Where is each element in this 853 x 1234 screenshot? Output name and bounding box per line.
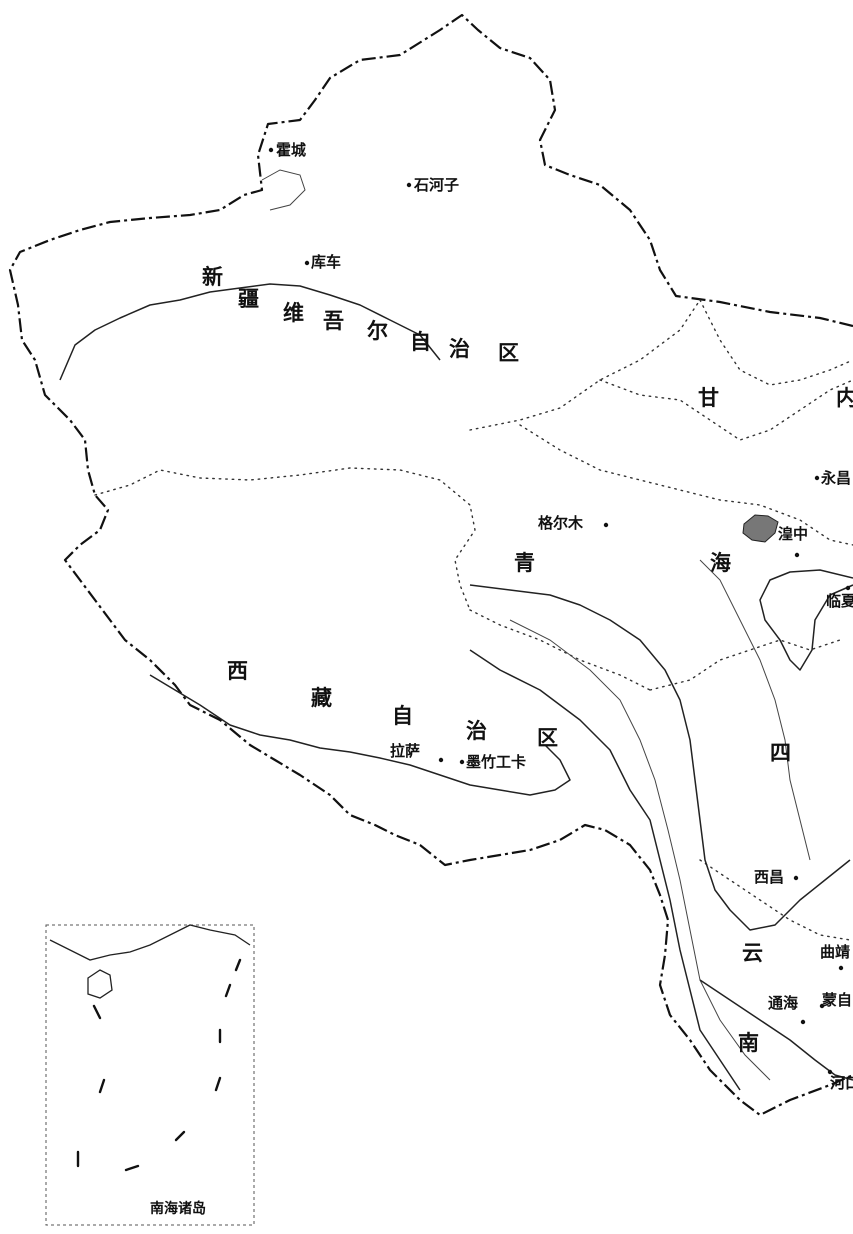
south-china-sea-inset: 南海诸岛 (45, 924, 255, 1226)
city-dot-tonghai (800, 1019, 806, 1025)
city-dot-mengzi (819, 1003, 825, 1009)
city-dot-kuche (304, 260, 310, 266)
city-dot-geermu (603, 522, 609, 528)
inset-dash-5 (174, 1130, 186, 1142)
region-label-yunnan-2: 南 (738, 1031, 759, 1055)
region-label-sichuan: 四 (770, 741, 791, 765)
boundary-qinghai-xizang (469, 609, 651, 691)
region-label-xinjiang-6: 自 (410, 330, 431, 354)
region-label-xinjiang-5: 尔 (367, 319, 388, 343)
city-label-linxia: 临夏 (826, 592, 853, 610)
region-label-xizang-4: 治 (466, 719, 487, 743)
city-label-huocheng: 霍城 (276, 141, 306, 159)
city-dot-huangzhong (794, 552, 800, 558)
region-label-xizang-1: 西 (227, 659, 248, 683)
region-label-xinjiang-2: 疆 (238, 287, 259, 311)
inset-dash-2 (224, 983, 232, 998)
city-dot-lasa (438, 757, 444, 763)
lake-qinghai (742, 514, 779, 543)
region-label-xinjiang-8: 区 (498, 341, 519, 365)
boundary-gansu-qinghai (519, 424, 853, 546)
boundary-gansu-east (599, 379, 853, 441)
region-label-xizang-5: 区 (537, 726, 558, 750)
city-label-shihezi: 石河子 (413, 176, 459, 194)
inset-dash-7 (92, 1004, 102, 1020)
city-label-mengzi: 蒙自 (822, 991, 852, 1009)
river-ili (261, 169, 306, 211)
city-label-huangzhong: 湟中 (778, 525, 808, 543)
city-dot-xichang (793, 875, 799, 881)
city-label-hekou: 河口 (830, 1074, 853, 1092)
region-label-xinjiang-3: 维 (283, 301, 304, 325)
region-label-qinghai-2: 海 (710, 551, 731, 575)
region-label-qinghai-1: 青 (514, 551, 535, 575)
city-dot-shihezi (406, 182, 412, 188)
inset-island-hainan (87, 969, 113, 999)
region-label-neimenggu: 内 (836, 386, 853, 410)
inset-frame (45, 924, 255, 1226)
inset-coastline (49, 924, 251, 961)
region-label-xinjiang-7: 治 (449, 337, 470, 361)
river-yalong (699, 559, 811, 861)
city-dot-mozhugongka (459, 759, 465, 765)
city-dot-linxia (845, 585, 851, 591)
inset-dash-8 (98, 1078, 106, 1094)
region-label-xinjiang-4: 吾 (323, 309, 344, 333)
inset-dash-1 (234, 958, 242, 972)
inset-label: 南海诸岛 (150, 1200, 206, 1217)
boundary-gansu-north (699, 299, 853, 386)
river-jinsha (469, 584, 851, 931)
river-red (699, 979, 853, 1081)
region-label-yunnan-1: 云 (742, 941, 763, 965)
city-dot-yongchang (814, 475, 820, 481)
city-dot-hekou (827, 1069, 833, 1075)
river-yellow (759, 569, 853, 671)
region-label-xizang-2: 藏 (311, 686, 332, 710)
city-label-tonghai: 通海 (768, 994, 798, 1012)
inset-dash-4 (214, 1076, 222, 1092)
city-label-mozhugongka: 墨竹工卡 (466, 753, 526, 771)
national-border (8, 13, 853, 1117)
river-lancang (509, 619, 771, 1081)
city-label-lasa: 拉萨 (390, 742, 420, 760)
river-yarlung-tsangpo (149, 674, 571, 796)
city-dot-qujing (838, 965, 844, 971)
city-label-xichang: 西昌 (754, 868, 784, 886)
boundary-xinjiang-qinghai-gansu (469, 299, 701, 431)
city-label-kuche: 库车 (311, 253, 341, 271)
region-label-xinjiang-1: 新 (202, 265, 223, 289)
city-dot-huocheng (268, 147, 274, 153)
city-label-qujing: 曲靖 (820, 943, 850, 961)
region-label-gansu: 甘 (698, 386, 719, 410)
city-label-geermu: 格尔木 (538, 514, 584, 532)
boundary-xinjiang-xizang (94, 467, 476, 611)
inset-dash-6 (124, 1164, 140, 1172)
river-tarim (59, 283, 441, 381)
city-label-yongchang: 永昌 (820, 469, 851, 487)
river-nujiang (469, 649, 741, 1091)
region-label-xizang-3: 自 (392, 704, 413, 728)
